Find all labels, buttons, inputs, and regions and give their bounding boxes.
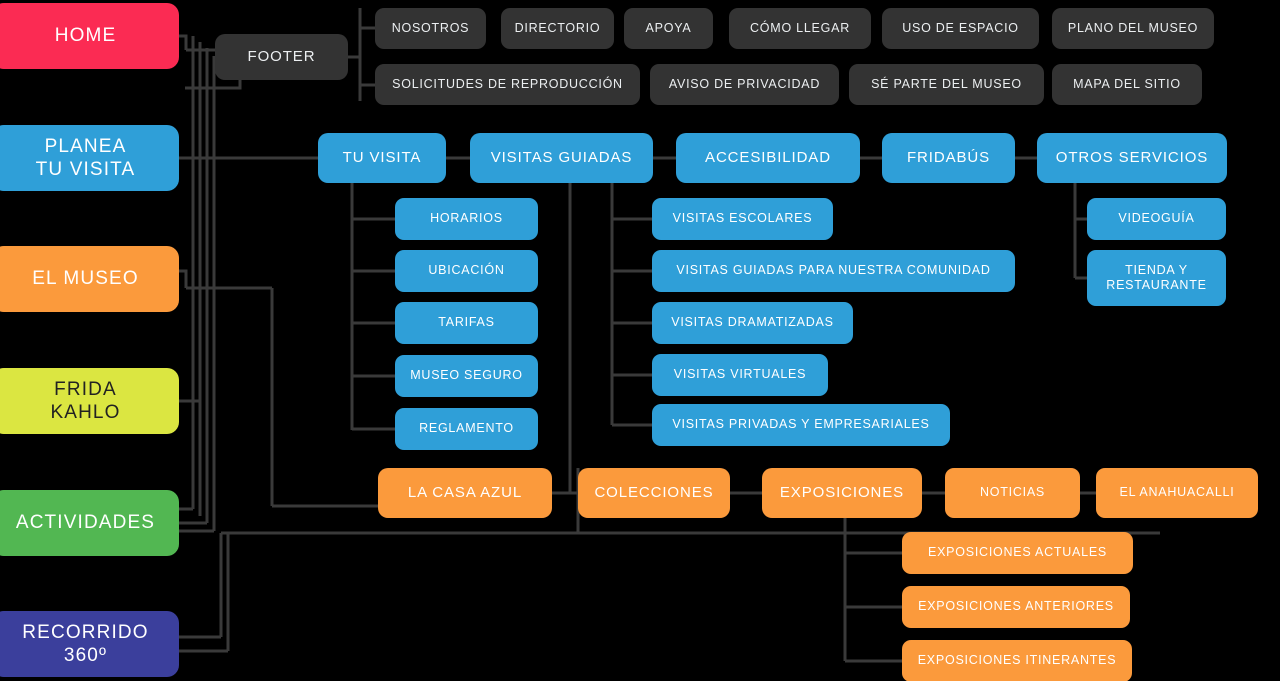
node-noticias[interactable]: NOTICIAS (945, 468, 1080, 518)
node-apoya[interactable]: APOYA (624, 8, 713, 49)
node-home[interactable]: HOME (0, 3, 179, 69)
node-actividades[interactable]: ACTIVIDADES (0, 490, 179, 556)
node-reglamento[interactable]: REGLAMENTO (395, 408, 538, 450)
node-colecciones[interactable]: COLECCIONES (578, 468, 730, 518)
node-visitas-dramatizadas[interactable]: VISITAS DRAMATIZADAS (652, 302, 853, 344)
node-tu-visita[interactable]: TU VISITA (318, 133, 446, 183)
node-exposiciones[interactable]: EXPOSICIONES (762, 468, 922, 518)
node-tienda-y-restaurante[interactable]: TIENDA Y RESTAURANTE (1087, 250, 1226, 306)
node-aviso-de-privacidad[interactable]: AVISO DE PRIVACIDAD (650, 64, 839, 105)
node-fridabus[interactable]: FRIDABÚS (882, 133, 1015, 183)
node-tarifas[interactable]: TARIFAS (395, 302, 538, 344)
node-exposiciones-itinerantes[interactable]: EXPOSICIONES ITINERANTES (902, 640, 1132, 681)
node-nosotros[interactable]: NOSOTROS (375, 8, 486, 49)
node-la-casa-azul[interactable]: LA CASA AZUL (378, 468, 552, 518)
node-solicitudes-de-reproduccion[interactable]: SOLICITUDES DE REPRODUCCIÓN (375, 64, 640, 105)
node-directorio[interactable]: DIRECTORIO (501, 8, 614, 49)
node-museo-seguro[interactable]: MUSEO SEGURO (395, 355, 538, 397)
node-frida-kahlo[interactable]: FRIDA KAHLO (0, 368, 179, 434)
node-exposiciones-anteriores[interactable]: EXPOSICIONES ANTERIORES (902, 586, 1130, 628)
node-plano-del-museo[interactable]: PLANO DEL MUSEO (1052, 8, 1214, 49)
node-planea-tu-visita[interactable]: PLANEA TU VISITA (0, 125, 179, 191)
node-otros-servicios[interactable]: OTROS SERVICIOS (1037, 133, 1227, 183)
node-se-parte-del-museo[interactable]: SÉ PARTE DEL MUSEO (849, 64, 1044, 105)
node-accesibilidad[interactable]: ACCESIBILIDAD (676, 133, 860, 183)
node-videoguia[interactable]: VIDEOGUÍA (1087, 198, 1226, 240)
node-ubicacion[interactable]: UBICACIÓN (395, 250, 538, 292)
node-visitas-virtuales[interactable]: VISITAS VIRTUALES (652, 354, 828, 396)
node-footer[interactable]: FOOTER (215, 34, 348, 80)
node-visitas-guiadas-comunidad[interactable]: VISITAS GUIADAS PARA NUESTRA COMUNIDAD (652, 250, 1015, 292)
node-recorrido-360[interactable]: RECORRIDO 360º (0, 611, 179, 677)
node-visitas-guiadas[interactable]: VISITAS GUIADAS (470, 133, 653, 183)
node-mapa-del-sitio[interactable]: MAPA DEL SITIO (1052, 64, 1202, 105)
node-exposiciones-actuales[interactable]: EXPOSICIONES ACTUALES (902, 532, 1133, 574)
node-el-anahuacalli[interactable]: EL ANAHUACALLI (1096, 468, 1258, 518)
node-horarios[interactable]: HORARIOS (395, 198, 538, 240)
node-uso-de-espacio[interactable]: USO DE ESPACIO (882, 8, 1039, 49)
node-como-llegar[interactable]: CÓMO LLEGAR (729, 8, 871, 49)
node-visitas-privadas-empresariales[interactable]: VISITAS PRIVADAS Y EMPRESARIALES (652, 404, 950, 446)
node-el-museo[interactable]: EL MUSEO (0, 246, 179, 312)
node-visitas-escolares[interactable]: VISITAS ESCOLARES (652, 198, 833, 240)
